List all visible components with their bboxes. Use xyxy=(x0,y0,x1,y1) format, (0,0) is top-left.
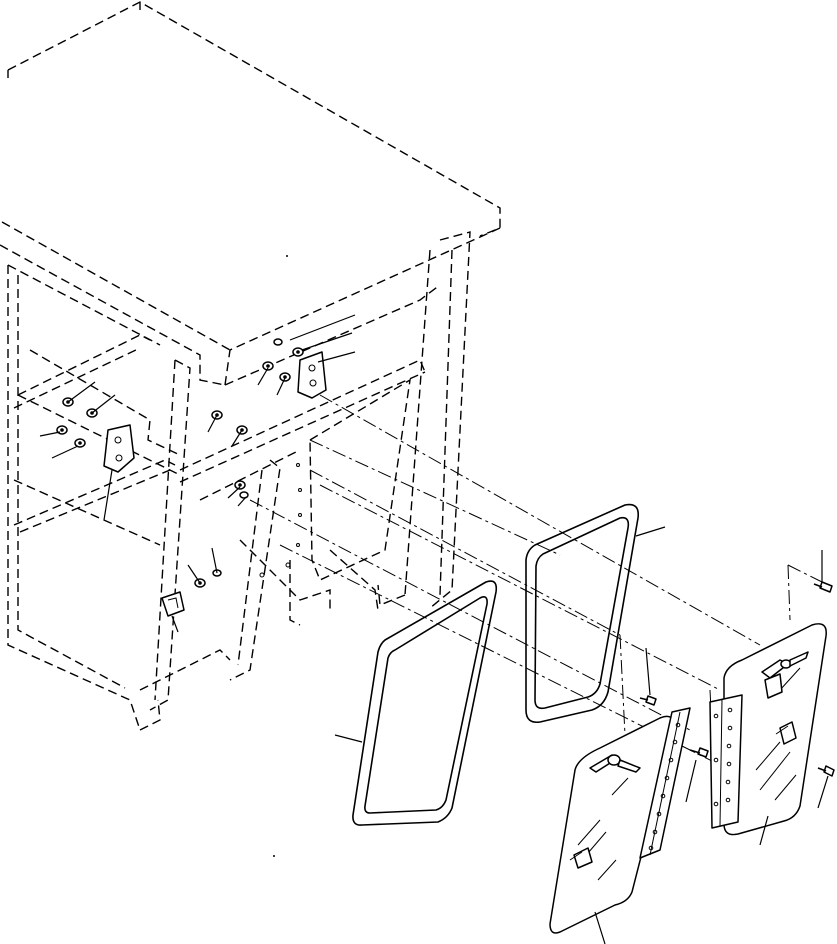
screw-right-top xyxy=(813,581,833,593)
assembly-centerlines xyxy=(249,394,823,791)
left-hinge-bracket xyxy=(56,397,135,473)
lower-latch-bracket xyxy=(161,480,249,617)
upper-window-glass xyxy=(723,623,827,836)
screw-center-lower xyxy=(689,747,709,758)
rear-window-seal xyxy=(352,580,498,826)
lower-hinge-strip xyxy=(639,707,691,859)
screw-right-bottom xyxy=(817,765,835,777)
cab-frame xyxy=(0,1,501,731)
screw-center xyxy=(639,695,657,706)
upper-hinge-strip xyxy=(709,694,743,829)
leader-lines xyxy=(39,314,829,944)
front-window-seal xyxy=(525,503,640,724)
upper-hinge-bracket xyxy=(211,338,327,435)
